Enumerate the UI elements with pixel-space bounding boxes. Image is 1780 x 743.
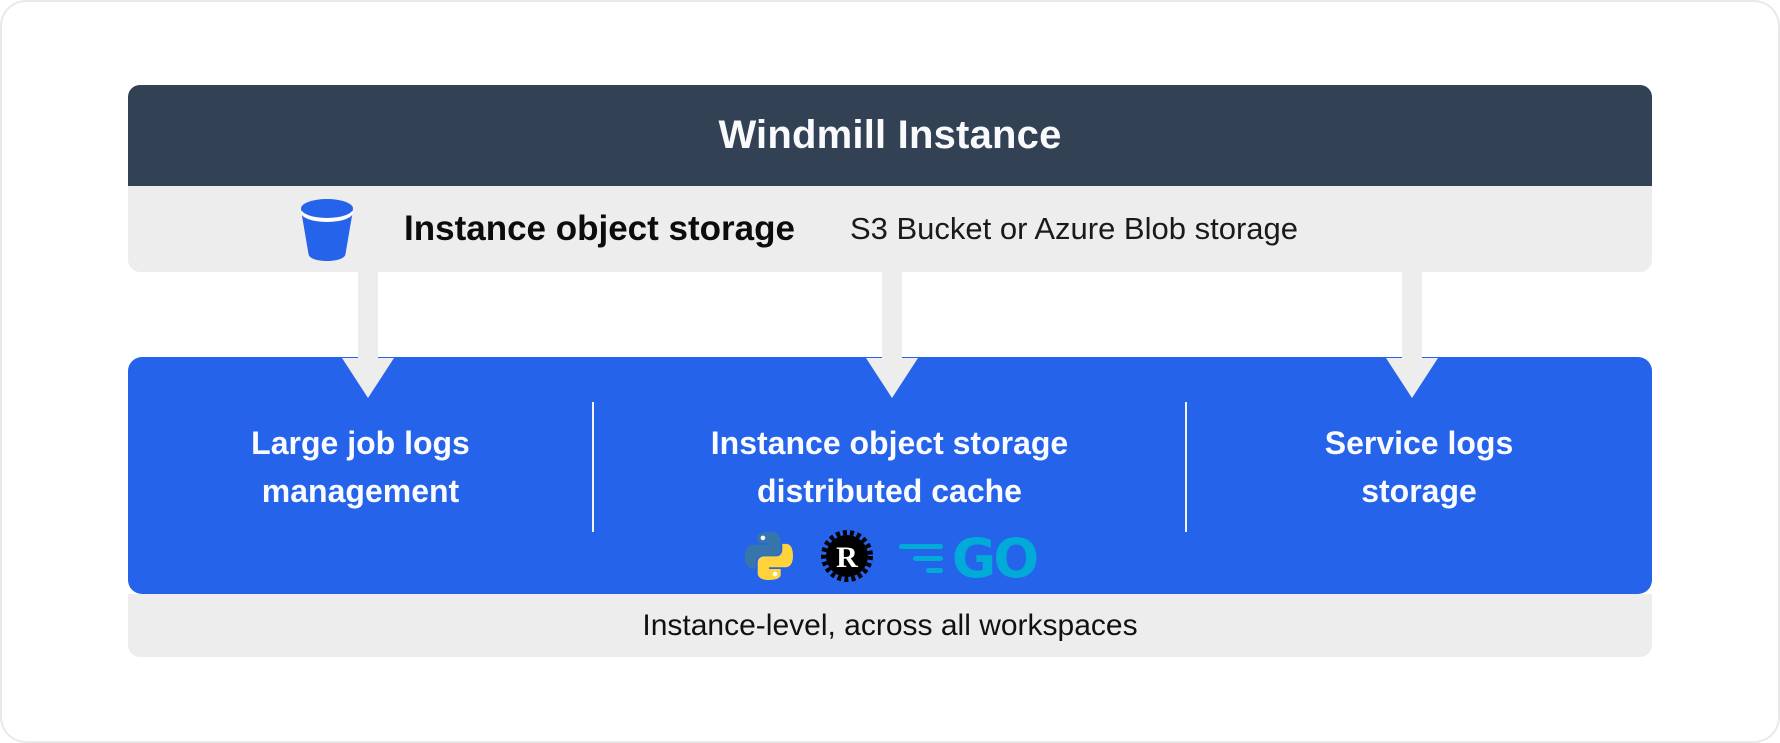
svg-text:R: R xyxy=(836,541,858,574)
rust-icon: R xyxy=(819,528,875,589)
feature-title: Service logs storage xyxy=(1325,419,1514,515)
instance-object-storage-label: Instance object storage xyxy=(404,209,795,248)
instance-level-caption: Instance-level, across all workspaces xyxy=(642,608,1138,642)
feature-title-line: distributed cache xyxy=(757,473,1022,509)
go-label: GO xyxy=(951,526,1039,590)
go-icon: GO xyxy=(898,526,1039,590)
feature-title: Large job logs management xyxy=(251,419,470,515)
feature-title-line: Instance object storage xyxy=(710,425,1069,461)
s3-azure-sublabel: S3 Bucket or Azure Blob storage xyxy=(849,211,1298,246)
windmill-instance-header: Windmill Instance xyxy=(128,85,1652,186)
language-logos: R GO xyxy=(743,526,1039,590)
down-arrow-icon xyxy=(1386,272,1438,398)
feature-title-line: storage xyxy=(1361,473,1477,509)
go-speed-lines xyxy=(898,544,943,573)
feature-title-line: Service logs xyxy=(1324,425,1514,461)
feature-title: Instance object storage distributed cach… xyxy=(711,419,1068,515)
down-arrow-icon xyxy=(342,272,394,398)
features-panel: Large job logs management Instance objec… xyxy=(128,357,1652,594)
instance-object-storage-row: Instance object storage S3 Bucket or Azu… xyxy=(128,186,1652,272)
vertical-divider xyxy=(592,402,594,532)
bucket-icon xyxy=(298,197,356,261)
feature-distributed-cache: Instance object storage distributed cach… xyxy=(593,357,1186,594)
page-title: Windmill Instance xyxy=(718,113,1062,157)
feature-service-logs: Service logs storage xyxy=(1186,357,1652,594)
python-icon xyxy=(743,530,795,587)
instance-level-caption-bar: Instance-level, across all workspaces xyxy=(128,594,1652,657)
down-arrow-icon xyxy=(866,272,918,398)
feature-title-line: Large job logs xyxy=(251,425,470,461)
feature-large-job-logs: Large job logs management xyxy=(128,357,593,594)
feature-title-line: management xyxy=(261,473,460,509)
vertical-divider xyxy=(1185,402,1187,532)
